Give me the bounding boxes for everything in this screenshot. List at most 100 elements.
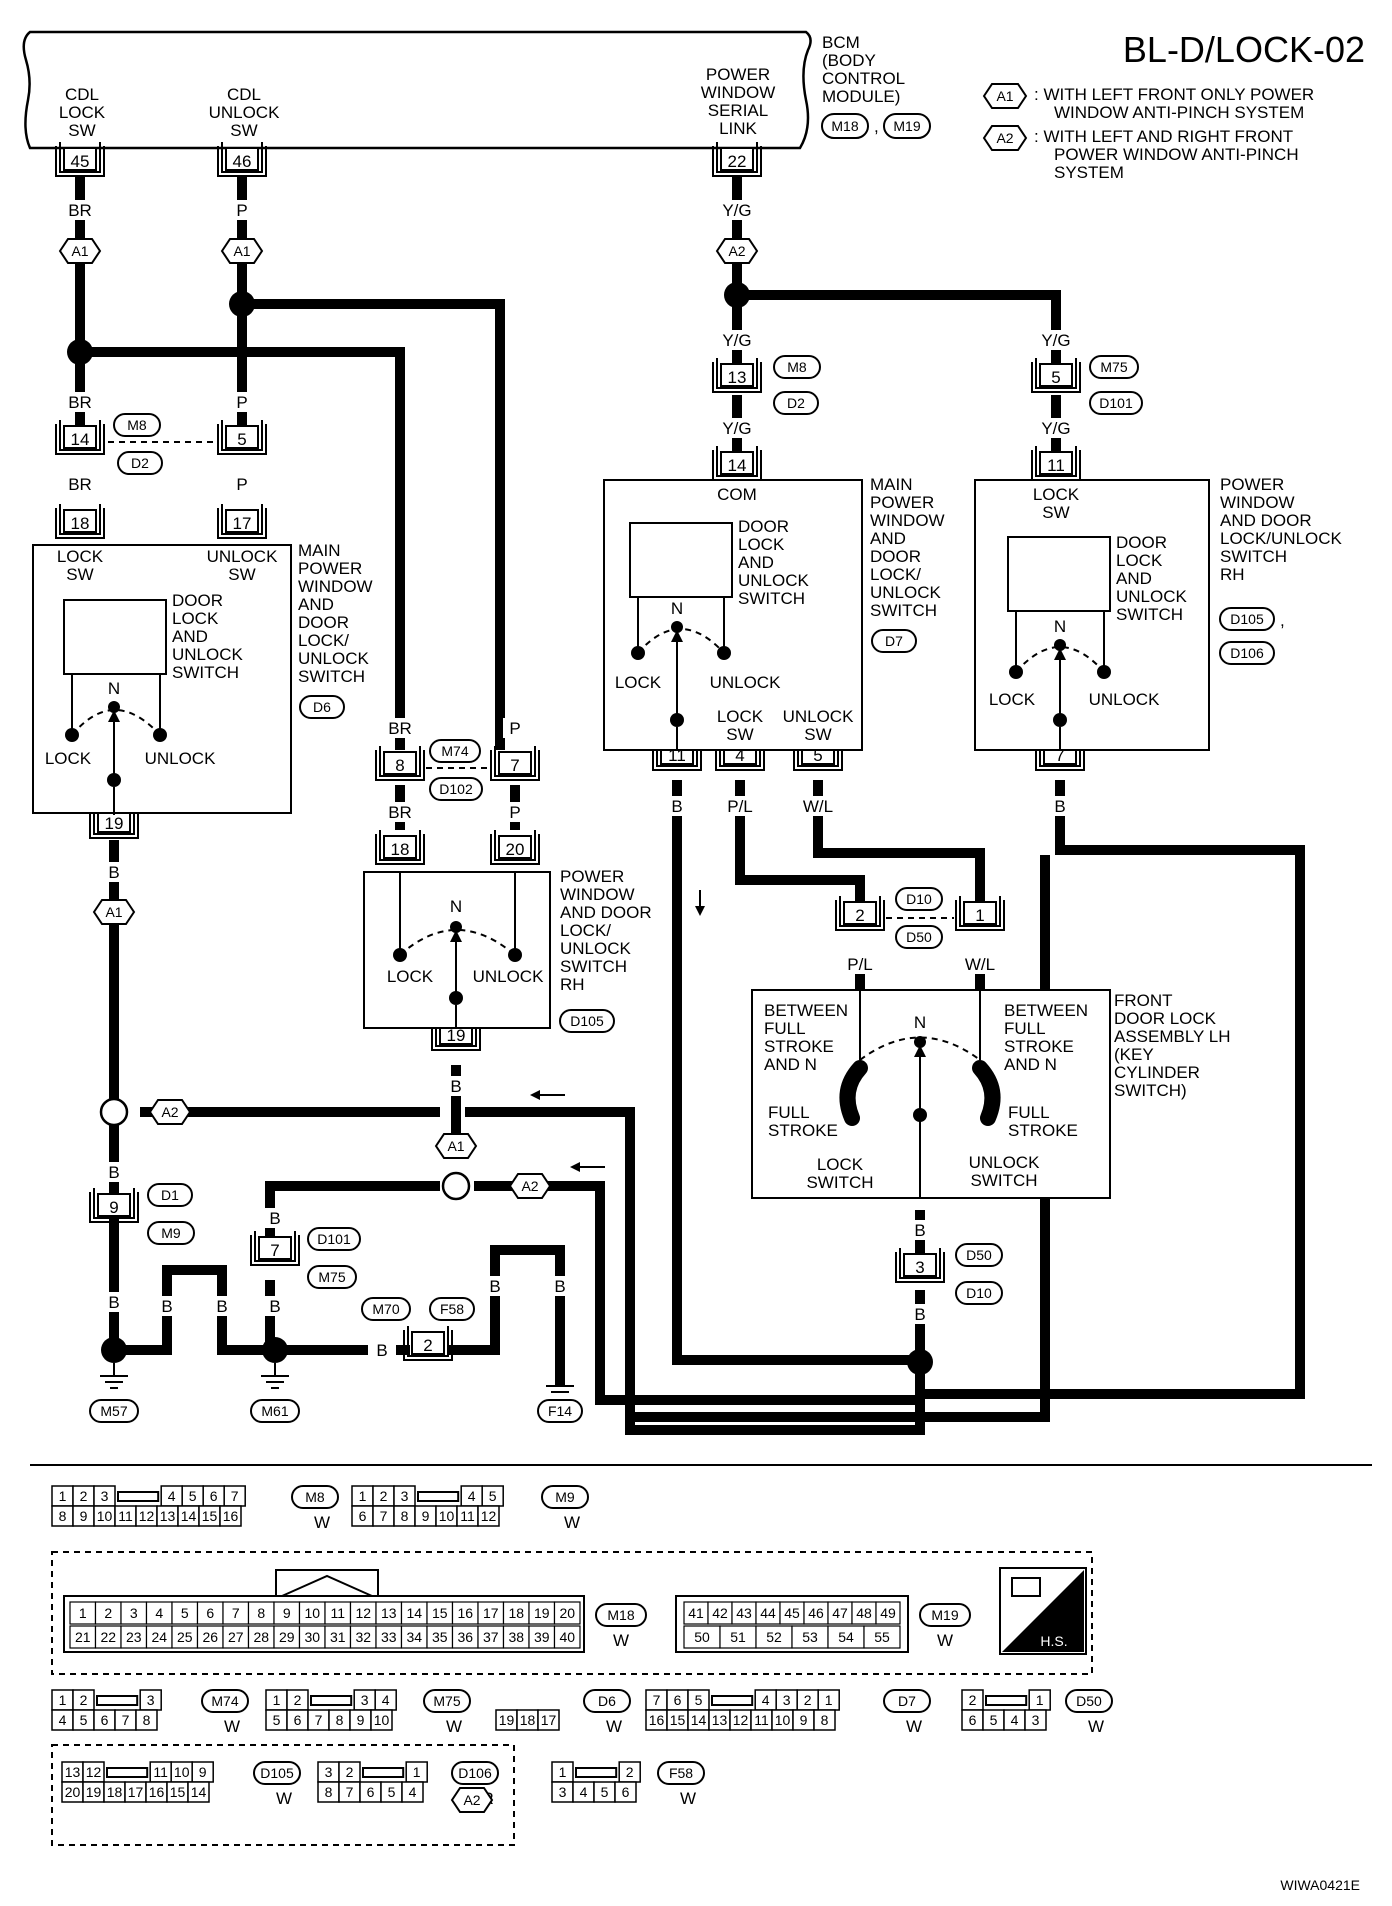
svg-text:WINDOW ANTI-PINCH SYSTEM: WINDOW ANTI-PINCH SYSTEM [1054,103,1304,122]
svg-text:46: 46 [233,152,252,171]
connector-pin-label: 20 [65,1784,81,1800]
connector-id-tag: D6 [583,1689,631,1713]
svg-text:N: N [914,1013,926,1032]
svg-text:3: 3 [915,1258,924,1277]
svg-text:D2: D2 [787,395,805,411]
connector-color: W [606,1717,622,1736]
connector-pin-label: 8 [257,1605,265,1621]
connector-pin-label: 4 [59,1712,67,1728]
pin-5-m8: 5 [217,419,267,455]
connector-latch [96,1695,139,1706]
svg-text:14: 14 [728,456,747,475]
svg-text:,: , [874,117,879,136]
svg-text:SWITCH: SWITCH [1220,547,1287,566]
connector-pin-label: 36 [457,1629,473,1645]
d50-tag-bottom: D50 [955,1243,1003,1267]
pin-5-m75: 5 [1031,357,1081,393]
connector-color: W [224,1717,240,1736]
connector-pin-label: 11 [118,1508,133,1524]
svg-text:CDL: CDL [65,85,99,104]
connector-pin-label: 2 [969,1692,977,1708]
connector-pin-label: 14 [406,1605,422,1621]
svg-text:D7: D7 [898,1693,916,1709]
connector-pin-label: 2 [380,1488,388,1504]
connector-pin-label: 9 [422,1508,430,1524]
svg-text:AND DOOR: AND DOOR [1220,511,1312,530]
d10-tag: D10 [895,887,943,911]
svg-text:SW: SW [804,725,831,744]
pin-9-d1: 9 [89,1187,139,1223]
svg-text:BR: BR [68,393,92,412]
connector-pin-cell [813,1709,836,1731]
connector-pin-label: 54 [838,1629,854,1645]
connector-pin-label: 22 [100,1629,116,1645]
connector-pin-label: 1 [59,1692,67,1708]
svg-text:M57: M57 [100,1403,127,1419]
svg-text:FULL: FULL [768,1103,810,1122]
connector-pin-label: 8 [336,1712,344,1728]
svg-text:D1: D1 [161,1187,179,1203]
svg-text:LOCK: LOCK [57,547,104,566]
svg-text:BCM: BCM [822,33,860,52]
svg-text:B: B [269,1297,280,1316]
svg-text:MAIN: MAIN [870,475,913,494]
svg-text:(KEY: (KEY [1114,1045,1154,1064]
pin-1-d10: 1 [955,895,1005,931]
svg-text:19: 19 [105,814,124,833]
connector-pin-label: 3 [130,1605,138,1621]
svg-text:UNLOCK: UNLOCK [1089,690,1161,709]
connector-pin-label: 5 [601,1784,609,1800]
connector-pin-label: 39 [534,1629,550,1645]
connector-pin-label: 45 [784,1605,800,1621]
connector-pin-label: 1 [59,1488,67,1504]
svg-text:SYSTEM: SYSTEM [1054,163,1124,182]
svg-text:M19: M19 [893,118,920,134]
connector-pin-label: 15 [202,1508,218,1524]
connector-pin-label: 5 [189,1488,197,1504]
svg-text:WINDOW: WINDOW [298,577,373,596]
bcm-connector-m18: M18 [821,113,869,139]
svg-text:D50: D50 [1076,1693,1102,1709]
connector-pin-label: 3 [101,1488,109,1504]
dashed-group-d105-d106 [51,1744,515,1846]
svg-text:SERIAL: SERIAL [708,101,768,120]
connector-color: W [906,1717,922,1736]
svg-text:B: B [108,1163,119,1182]
connector-pin-label: 7 [315,1712,323,1728]
connector-pin-label: 12 [355,1605,371,1621]
svg-text:P: P [236,475,247,494]
svg-text:D50: D50 [966,1247,992,1263]
svg-text:Y/G: Y/G [1041,419,1070,438]
svg-text:WINDOW: WINDOW [701,83,776,102]
connector-pin-label: 47 [832,1605,848,1621]
connector-id-tag: D105 [253,1761,301,1785]
svg-text:ASSEMBLY LH: ASSEMBLY LH [1114,1027,1231,1046]
pw-switch-rh-d105: N LOCK UNLOCK [363,871,551,1029]
svg-text:DOOR LOCK: DOOR LOCK [1114,1009,1217,1028]
svg-text:B: B [450,1077,461,1096]
connector-pin-label: 8 [143,1712,151,1728]
bcm-name-label: BCM (BODY CONTROL MODULE) [822,33,905,106]
connector-pin-label: 1 [825,1692,833,1708]
svg-text:BR: BR [388,719,412,738]
svg-text:STROKE: STROKE [764,1037,834,1056]
svg-text:SWITCH: SWITCH [970,1171,1037,1190]
connector-pin-cell [370,1709,393,1731]
connector-pin-label: 21 [75,1629,91,1645]
connector-pin-label: 6 [359,1508,367,1524]
svg-text:A2: A2 [463,1792,480,1808]
connector-latch [362,1767,405,1778]
d101-tag: D101 [1089,391,1143,415]
svg-text:D50: D50 [906,929,932,945]
svg-text:M75: M75 [318,1269,345,1285]
connector-pin-label: 16 [457,1605,473,1621]
connector-pin-label: 6 [101,1712,109,1728]
svg-text:A2: A2 [521,1178,538,1194]
svg-text:RH: RH [1220,565,1245,584]
f58-tag: F58 [429,1297,475,1321]
connector-pin-label: 4 [409,1784,417,1800]
